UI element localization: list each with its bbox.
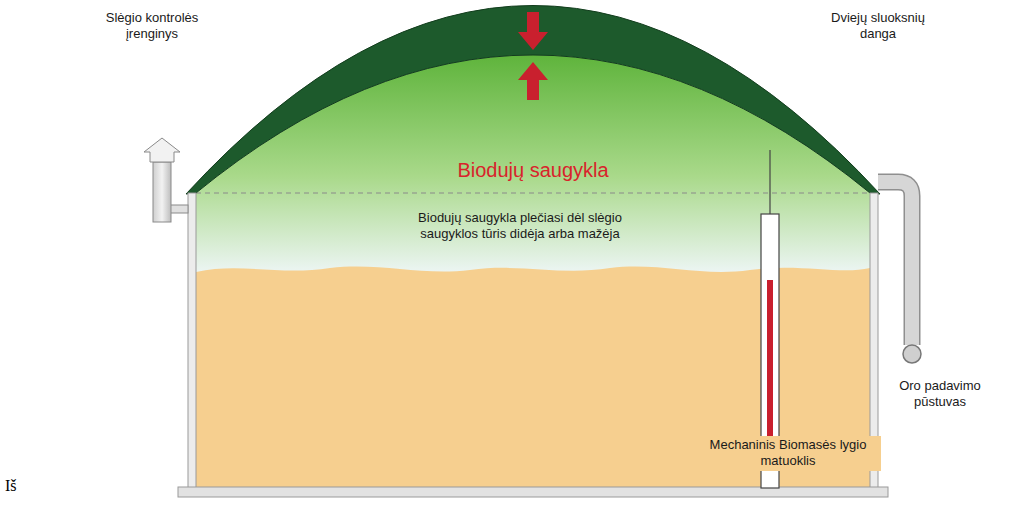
pressure-device-pipe bbox=[153, 162, 171, 222]
blower-label: Oro padavimo pūstuvas bbox=[892, 378, 988, 411]
device-label: Slėgio kontrolės įrenginys bbox=[92, 10, 212, 43]
double-layer-roof bbox=[186, 6, 880, 195]
air-blower-pipe-outline bbox=[878, 182, 912, 345]
air-blower-pipe bbox=[878, 182, 912, 345]
gauge-label: Mechaninis Biomasės lygio matuoklis bbox=[695, 436, 881, 471]
storage-note: Biodujų saugykla plečiasi dėl slėgio sau… bbox=[393, 210, 648, 243]
gauge-rod bbox=[769, 150, 770, 214]
storage-title: Biodujų saugykla bbox=[403, 158, 663, 183]
cover-label: Dviejų sluoksnių danga bbox=[818, 10, 938, 43]
pressure-arrow-down bbox=[518, 12, 548, 50]
tank-wall-left bbox=[188, 193, 196, 488]
tank-base bbox=[178, 487, 888, 497]
gauge-indicator bbox=[767, 280, 773, 452]
pressure-arrow-up bbox=[518, 62, 548, 100]
pressure-device-vent-arrow bbox=[144, 138, 180, 162]
pressure-device-connector bbox=[170, 205, 188, 213]
fragment-text: Iš bbox=[5, 476, 45, 496]
dashed-level-line bbox=[196, 193, 870, 194]
air-blower bbox=[903, 345, 921, 363]
